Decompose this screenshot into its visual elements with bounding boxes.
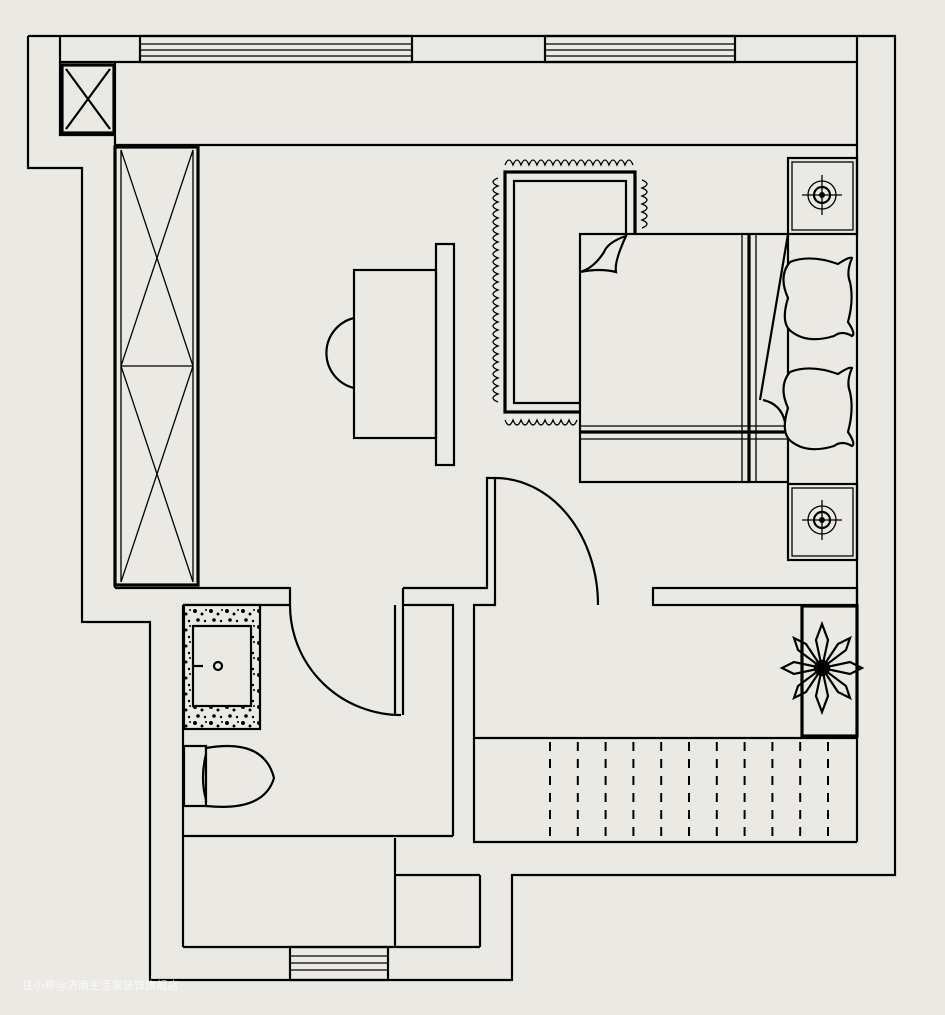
pillow (782, 366, 855, 451)
chair (325, 316, 355, 390)
partition-wall (115, 476, 859, 844)
bed (578, 232, 790, 484)
desk (352, 242, 456, 467)
potted-plant (779, 604, 865, 738)
structural-column (60, 63, 116, 135)
pillow (782, 256, 855, 341)
watermark: 住小帮@济南生活家装饰旗舰店 (22, 979, 179, 992)
nightstand-lamp (786, 156, 859, 236)
door (494, 476, 600, 606)
door (288, 604, 402, 717)
outer-wall (26, 34, 897, 982)
washbasin (182, 603, 262, 731)
window (138, 34, 414, 64)
nightstand-lamp (786, 482, 859, 562)
balcony-grating (549, 742, 829, 840)
window (288, 945, 390, 982)
window (543, 34, 737, 64)
wardrobe (113, 145, 200, 587)
toilet (182, 744, 276, 808)
